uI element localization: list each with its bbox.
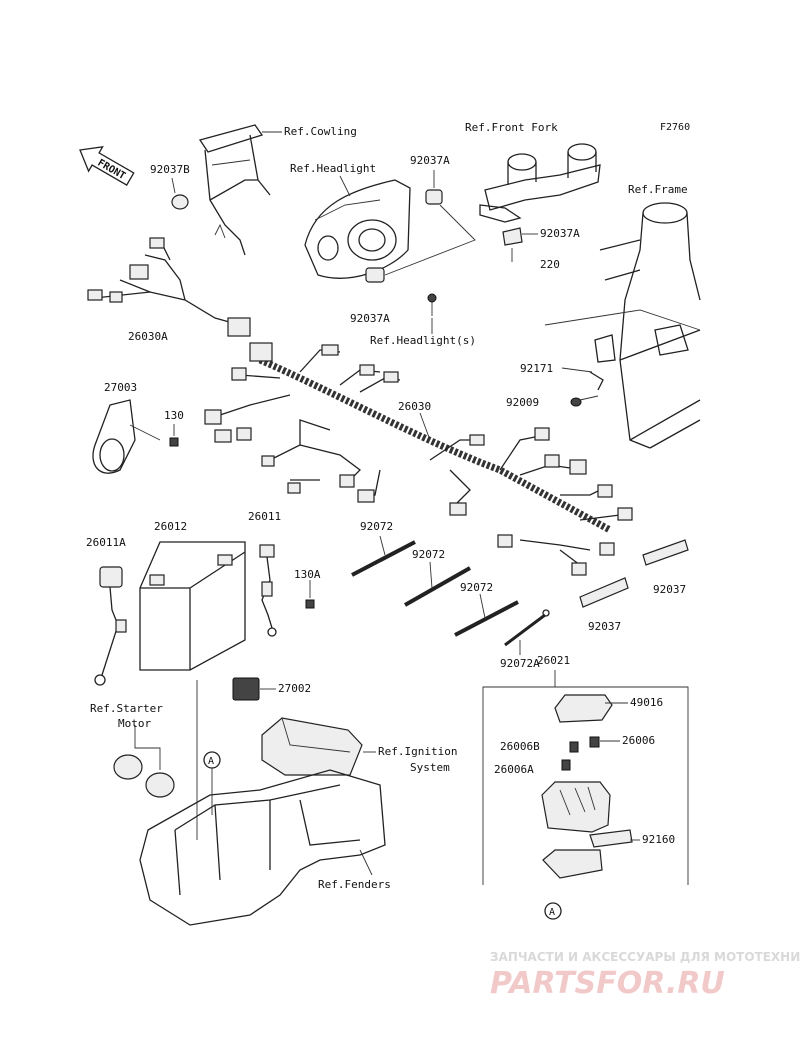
cable-tie-92072-b (404, 566, 471, 607)
sub-harness-26030a (87, 237, 251, 337)
screw (427, 293, 437, 316)
label-92072-b: 92072 (412, 548, 445, 561)
relay-27002 (232, 677, 260, 701)
fuse-26006 (589, 736, 600, 748)
fuse-cover-49016 (554, 694, 613, 723)
bolt-92009 (570, 395, 599, 407)
label-ref-headlights: Ref.Headlight(s) (370, 334, 476, 347)
leader-line (339, 175, 351, 197)
starter-relay (113, 725, 175, 798)
label-92171: 92171 (520, 362, 553, 375)
clamp-92037a-top (425, 189, 443, 205)
label-92037-b: 92037 (588, 620, 621, 633)
ignition-unit (261, 717, 363, 776)
label-49016: 49016 (630, 696, 663, 709)
headlight (304, 179, 411, 279)
label-92037b: 92037B (150, 163, 190, 176)
horn-27003 (92, 399, 161, 474)
clamp-92037-a (642, 539, 689, 566)
label-92037-a: 92037 (653, 583, 686, 596)
clamp-92037a-fork (502, 227, 523, 262)
battery-tray (139, 680, 386, 926)
cable-tie-92072-a (351, 540, 416, 577)
label-26021: 26021 (537, 654, 570, 667)
label-ref-starter-1: Ref.Starter (90, 702, 163, 715)
clamp-92037a-bottom (365, 267, 385, 283)
fuse-box-cover-92160 (542, 829, 633, 879)
label-26011a: 26011A (86, 536, 126, 549)
leader-line (419, 412, 431, 441)
callout-a-tray: A (203, 751, 221, 815)
frame (594, 202, 701, 449)
fuse-box-group (482, 670, 689, 885)
main-harness-26030 (204, 342, 633, 576)
label-130a: 130A (294, 568, 321, 581)
label-26006b: 26006B (500, 740, 540, 753)
watermark-tagline: ЗАПЧАСТИ И АКСЕССУАРЫ ДЛЯ МОТОТЕХНИКИ (490, 950, 800, 964)
front-arrow: FRONT (79, 146, 135, 186)
label-92009: 92009 (506, 396, 539, 409)
label-27002: 27002 (278, 682, 311, 695)
watermark-logo: PARTSFOR.RU (490, 966, 725, 1001)
fuse-26006a (561, 759, 571, 771)
leader-line (429, 561, 433, 589)
label-92072-c: 92072 (460, 581, 493, 594)
label-92037a-bottom: 92037A (350, 312, 390, 325)
triple-clamp (479, 143, 601, 223)
label-ref-ignition-1: Ref.Ignition (378, 745, 457, 758)
bracket-92171 (589, 371, 604, 391)
label-92037a-top: 92037A (410, 154, 450, 167)
label-130: 130 (164, 409, 184, 422)
fuse-26006b (569, 741, 579, 753)
leader-line (359, 849, 373, 876)
cable-tie-92072-c (454, 600, 519, 637)
clamp-92037-b (579, 577, 629, 608)
label-ref-cowling: Ref.Cowling (284, 125, 357, 138)
bolt-130a (305, 599, 315, 609)
label-92072-a: 92072 (360, 520, 393, 533)
label-26006: 26006 (622, 734, 655, 747)
label-ref-fenders: Ref.Fenders (318, 878, 391, 891)
bolt-130 (169, 437, 179, 447)
label-92037a-fork: 92037A (540, 227, 580, 240)
label-92160: 92160 (642, 833, 675, 846)
cable-26011a (94, 566, 127, 686)
cable-tie-92072a (504, 609, 550, 647)
label-220: 220 (540, 258, 560, 271)
label-26011: 26011 (248, 510, 281, 523)
label-ref-headlight: Ref.Headlight (290, 162, 376, 175)
label-26030a: 26030A (128, 330, 168, 343)
cowling-bracket (198, 124, 271, 256)
leader-line (384, 204, 476, 276)
callout-a-fusebox: A (544, 902, 562, 920)
clamp-92037b (171, 177, 189, 210)
label-ref-front-fork: Ref.Front Fork (465, 121, 558, 134)
cable-26011 (259, 544, 277, 637)
leader-line (561, 367, 593, 373)
battery-26012 (139, 541, 246, 671)
label-26006a: 26006A (494, 763, 534, 776)
leader-line (479, 593, 486, 619)
label-ref-starter-2: Motor (118, 717, 151, 730)
fuse-box (541, 781, 611, 833)
label-92072a: 92072A (500, 657, 540, 670)
figure-id: F2760 (660, 122, 690, 133)
label-26030: 26030 (398, 400, 431, 413)
label-27003: 27003 (104, 381, 137, 394)
callout-a-tray-label: A (208, 756, 214, 767)
label-26012: 26012 (154, 520, 187, 533)
callout-a-fusebox-label: A (549, 907, 555, 918)
label-ref-ignition-2: System (410, 761, 450, 774)
label-ref-frame: Ref.Frame (628, 183, 688, 196)
leader-line (379, 535, 386, 556)
leader-line (544, 309, 701, 331)
